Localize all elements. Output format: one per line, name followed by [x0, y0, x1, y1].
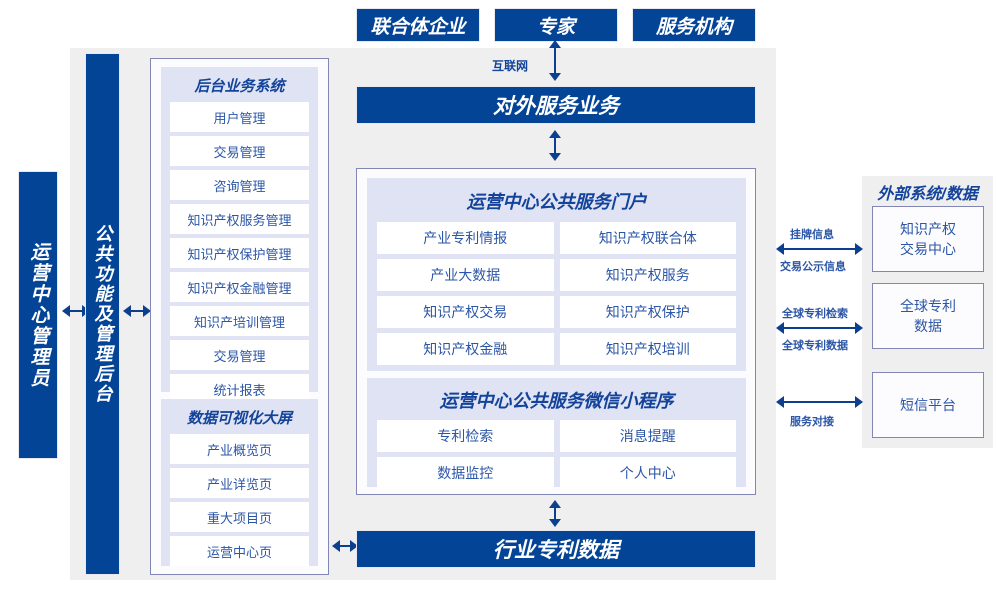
- miniprogram-title: 运营中心公共服务微信小程序: [439, 391, 674, 411]
- bigscreen-item[interactable]: 重大项目页: [170, 502, 309, 532]
- operations-center-admin-label: 运营中心管理员: [27, 241, 49, 389]
- connection-label-global-patent-search: 全球专利检索: [782, 308, 848, 320]
- connection1-arrow-line: [783, 248, 858, 250]
- portal-item[interactable]: 产业大数据: [377, 259, 554, 291]
- external-systems-title: 外部系统/数据: [877, 186, 978, 203]
- external-system-line2: 数据: [914, 318, 942, 334]
- backoffice-item[interactable]: 用户管理: [170, 102, 309, 132]
- bigscreen-data-arrow-right-head: [350, 540, 358, 552]
- portal-data-arrow-up-head: [549, 500, 561, 508]
- service-portal-arrow-up-head: [549, 130, 561, 138]
- external-system-line1: 知识产权: [900, 221, 956, 237]
- external-system-line2: 交易中心: [900, 241, 956, 257]
- connection3-arrow-left-head: [776, 396, 784, 408]
- portal-item[interactable]: 知识产权金融: [377, 333, 554, 365]
- internet-arrow-up-head: [549, 40, 561, 48]
- portal-item[interactable]: 知识产权交易: [377, 296, 554, 328]
- miniprogram-item[interactable]: 消息提醒: [559, 420, 736, 452]
- backoffice-item[interactable]: 咨询管理: [170, 170, 309, 200]
- backend-backoffice-arrow-right-head: [143, 305, 151, 317]
- role-label: 专家: [536, 16, 575, 38]
- portal-item[interactable]: 知识产权服务: [559, 259, 736, 291]
- industry-patent-data-bar[interactable]: 行业专利数据: [356, 530, 756, 568]
- bigscreen-item[interactable]: 产业概览页: [170, 434, 309, 464]
- admin-backend-arrow-left-head: [62, 305, 70, 317]
- connection2-arrow-left-head: [776, 322, 784, 334]
- role-label: 服务机构: [655, 16, 732, 38]
- connection1-arrow-left-head: [776, 243, 784, 255]
- backoffice-item[interactable]: 交易管理: [170, 136, 309, 166]
- bigscreen-item[interactable]: 产业详览页: [170, 468, 309, 498]
- external-system-line1: 全球专利: [900, 298, 956, 314]
- admin-backend-arrow-line: [69, 310, 83, 312]
- operations-center-admin-bar[interactable]: 运营中心管理员: [18, 171, 58, 459]
- common-backend-bar[interactable]: 公共功能及管理后台: [85, 53, 120, 575]
- portal-item-grid: 产业专利情报知识产权联合体产业大数据知识产权服务知识产权交易知识产权保护知识产权…: [368, 222, 745, 365]
- connection1-arrow-right-head: [855, 243, 863, 255]
- service-portal-arrow-down-head: [549, 153, 561, 161]
- portal-item[interactable]: 知识产权保护: [559, 296, 736, 328]
- portal-item[interactable]: 知识产权联合体: [559, 222, 736, 254]
- role-box-alliance-enterprise[interactable]: 联合体企业: [356, 8, 480, 42]
- connection-label-service-docking: 服务对接: [790, 416, 834, 428]
- role-box-expert[interactable]: 专家: [494, 8, 618, 42]
- backoffice-group: 后台业务系统 用户管理交易管理咨询管理知识产权服务管理知识产权保护管理知识产权金…: [161, 67, 318, 404]
- role-box-service-agency[interactable]: 服务机构: [632, 8, 756, 42]
- backoffice-item[interactable]: 知识产培训管理: [170, 306, 309, 336]
- common-backend-label: 公共功能及管理后台: [92, 224, 113, 404]
- external-system-ip-exchange[interactable]: 知识产权 交易中心: [872, 206, 984, 272]
- bigscreen-data-arrow-left-head: [332, 540, 340, 552]
- internet-arrow-line: [554, 47, 556, 74]
- connection2-arrow-line: [783, 327, 858, 329]
- external-system-line1: 短信平台: [900, 397, 956, 413]
- miniprogram-item[interactable]: 数据监控: [377, 457, 554, 489]
- external-service-label: 对外服务业务: [493, 95, 619, 118]
- portal-group: 运营中心公共服务门户 产业专利情报知识产权联合体产业大数据知识产权服务知识产权交…: [367, 178, 746, 371]
- bigscreen-group: 数据可视化大屏 产业概览页产业详览页重大项目页运营中心页: [161, 399, 318, 566]
- bigscreen-title: 数据可视化大屏: [186, 410, 292, 427]
- industry-patent-data-label: 行业专利数据: [493, 539, 619, 562]
- portal-panel: 运营中心公共服务门户 产业专利情报知识产权联合体产业大数据知识产权服务知识产权交…: [356, 168, 756, 495]
- external-system-global-patent-data[interactable]: 全球专利 数据: [872, 283, 984, 349]
- miniprogram-item[interactable]: 专利检索: [377, 420, 554, 452]
- miniprogram-group: 运营中心公共服务微信小程序 专利检索消息提醒数据监控个人中心: [367, 378, 746, 489]
- external-service-bar[interactable]: 对外服务业务: [356, 86, 756, 124]
- backoffice-item[interactable]: 知识产权金融管理: [170, 272, 309, 302]
- backend-backoffice-arrow-line: [130, 310, 144, 312]
- bigscreen-data-arrow-line: [339, 545, 351, 547]
- connection-label-trade-disclosure: 交易公示信息: [780, 261, 846, 273]
- connection3-arrow-line: [783, 401, 858, 403]
- service-portal-arrow-line: [554, 137, 556, 154]
- portal-data-arrow-down-head: [549, 519, 561, 527]
- backoffice-item-list: 用户管理交易管理咨询管理知识产权服务管理知识产权保护管理知识产权金融管理知识产培…: [162, 102, 317, 404]
- bigscreen-item-list: 产业概览页产业详览页重大项目页运营中心页: [162, 434, 317, 566]
- internet-label: 互联网: [492, 59, 529, 73]
- portal-item[interactable]: 知识产权培训: [559, 333, 736, 365]
- connection-label-listing-info: 挂牌信息: [790, 229, 834, 241]
- portal-data-arrow-line: [554, 507, 556, 520]
- backend-backoffice-arrow-left-head: [123, 305, 131, 317]
- portal-item[interactable]: 产业专利情报: [377, 222, 554, 254]
- bigscreen-item[interactable]: 运营中心页: [170, 536, 309, 566]
- backoffice-panel: 后台业务系统 用户管理交易管理咨询管理知识产权服务管理知识产权保护管理知识产权金…: [150, 58, 329, 575]
- backoffice-item[interactable]: 交易管理: [170, 340, 309, 370]
- backoffice-item[interactable]: 知识产权服务管理: [170, 204, 309, 234]
- miniprogram-item-grid: 专利检索消息提醒数据监控个人中心: [368, 420, 745, 489]
- miniprogram-item[interactable]: 个人中心: [559, 457, 736, 489]
- backoffice-title: 后台业务系统: [194, 78, 285, 95]
- portal-title: 运营中心公共服务门户: [466, 192, 647, 212]
- role-label: 联合体企业: [370, 16, 466, 38]
- connection3-arrow-right-head: [855, 396, 863, 408]
- connection-label-global-patent-data: 全球专利数据: [782, 340, 848, 352]
- backoffice-item[interactable]: 知识产权保护管理: [170, 238, 309, 268]
- external-system-sms-platform[interactable]: 短信平台: [872, 372, 984, 438]
- internet-arrow-down-head: [549, 73, 561, 81]
- connection2-arrow-right-head: [855, 322, 863, 334]
